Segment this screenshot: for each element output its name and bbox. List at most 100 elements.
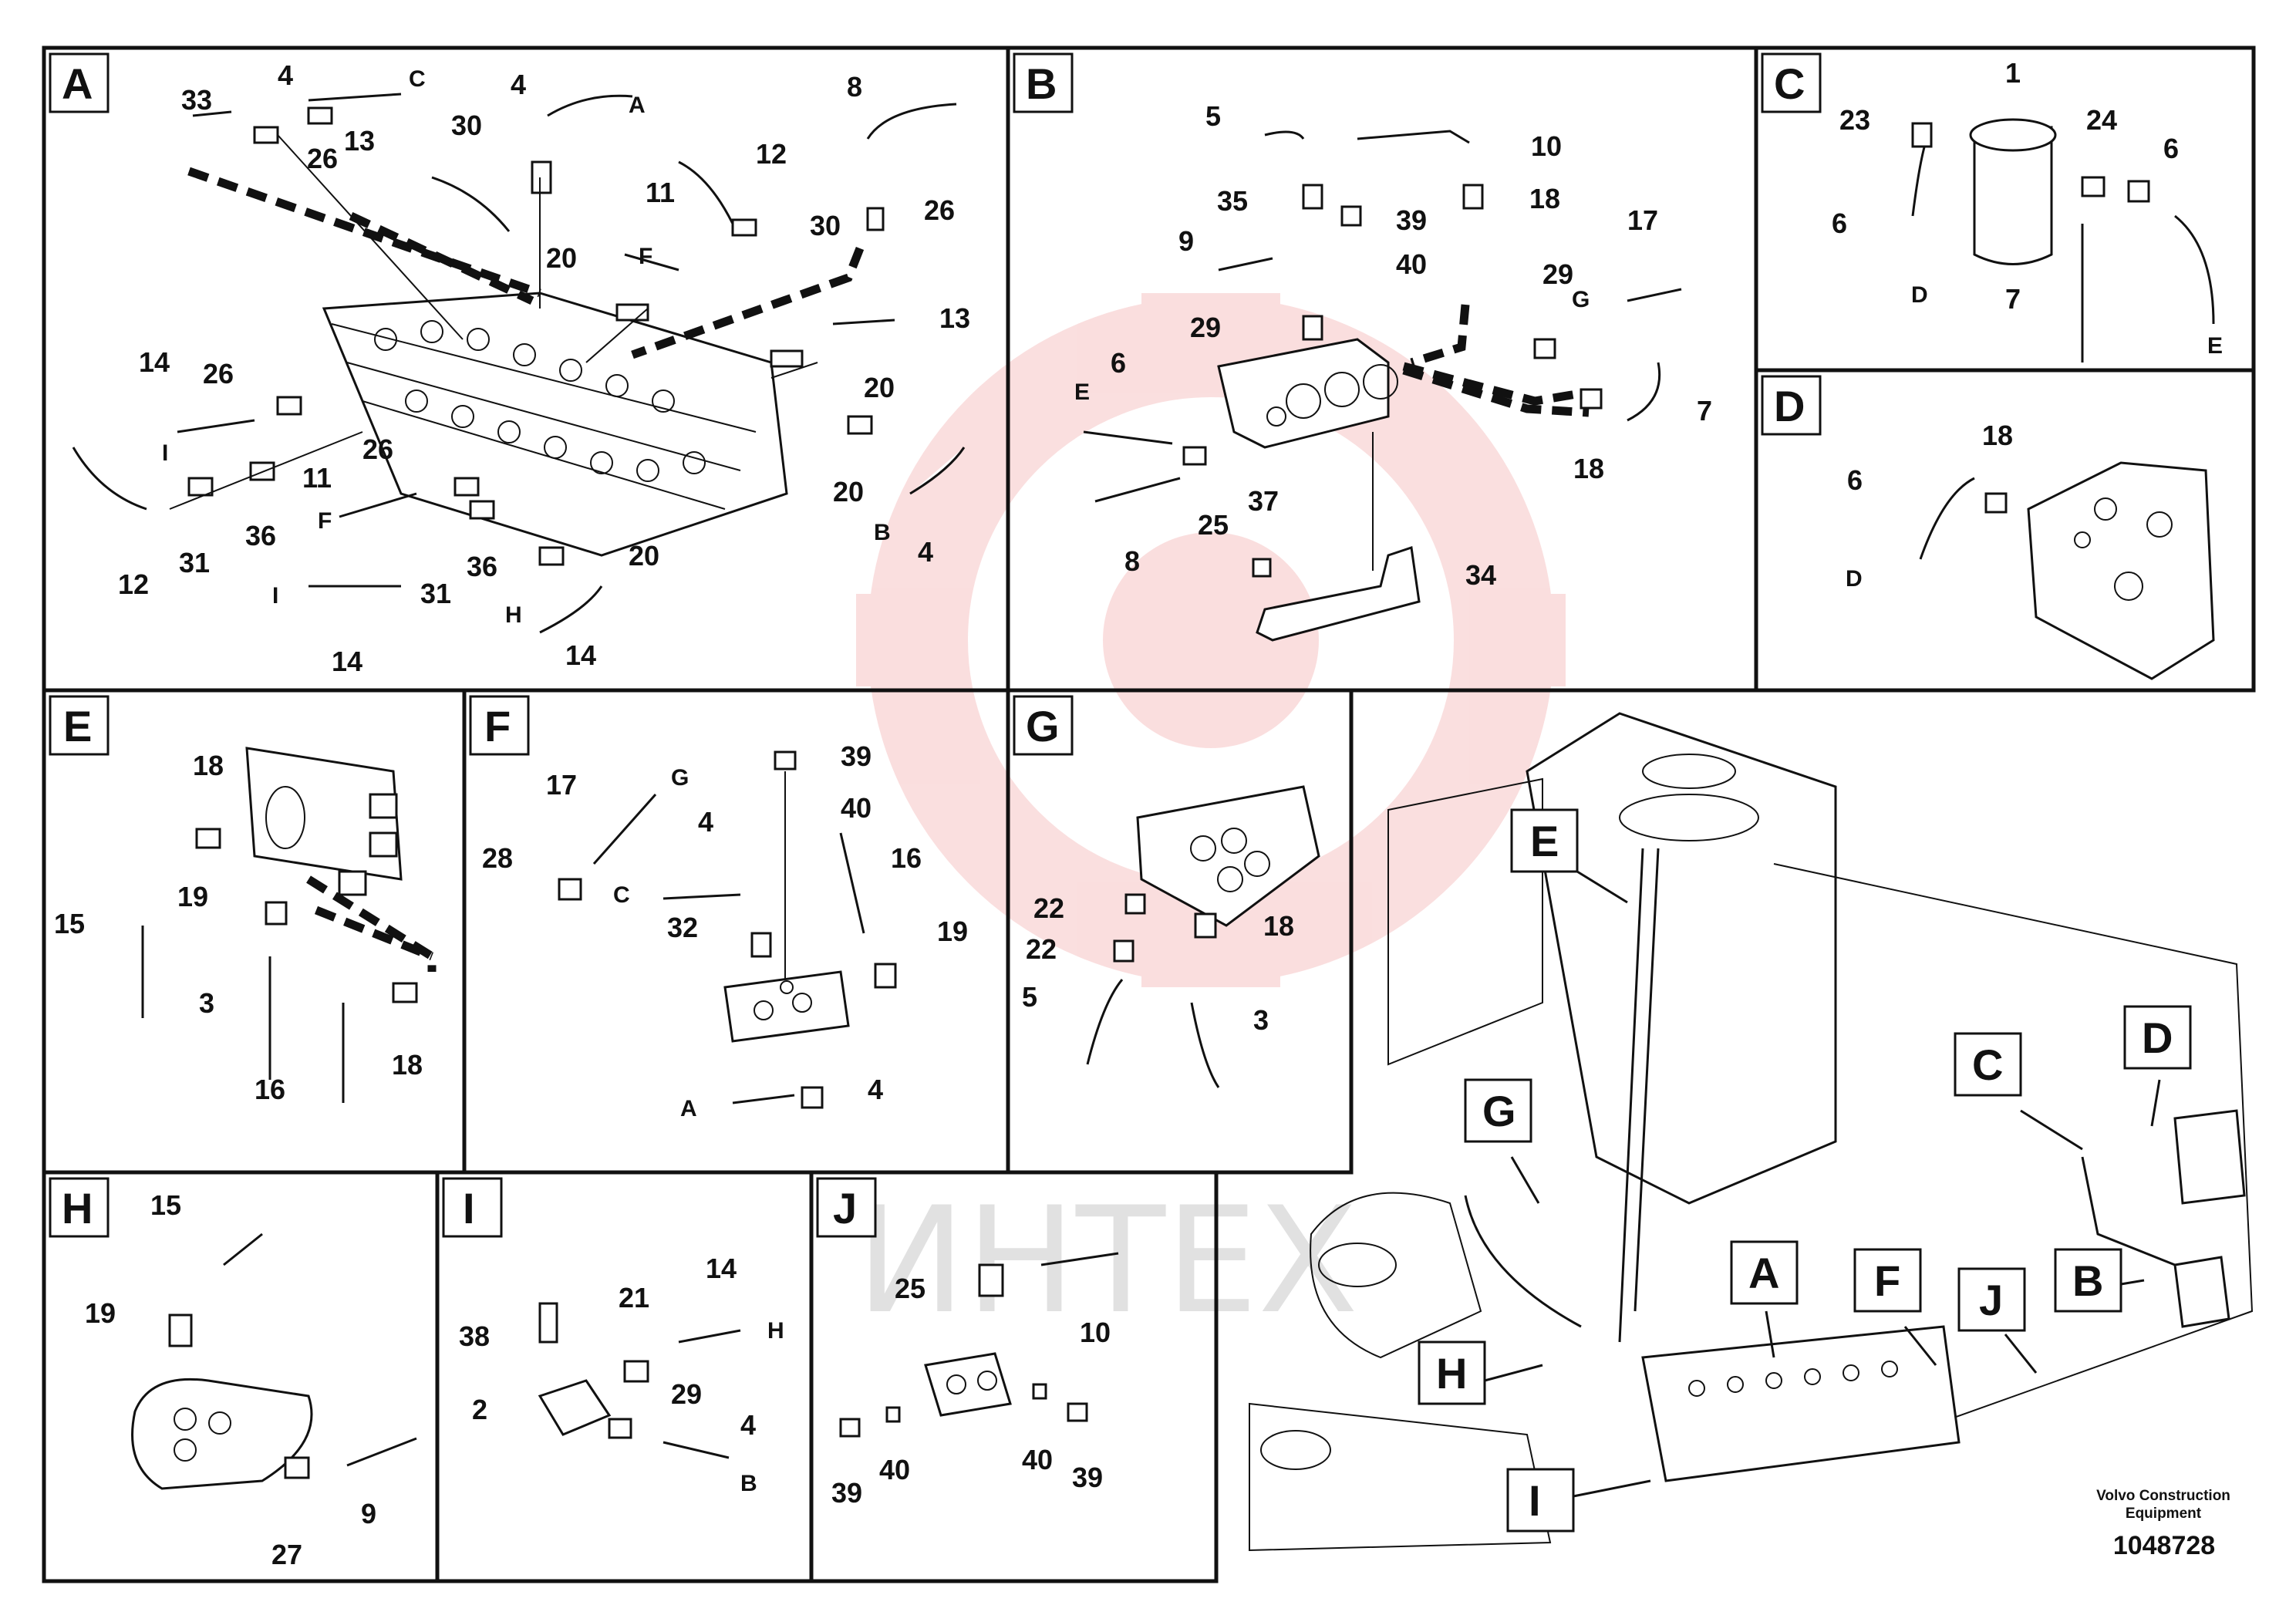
panel-letter-B: B [1013, 52, 1074, 113]
svg-text:20: 20 [546, 242, 577, 274]
svg-text:14: 14 [332, 646, 362, 677]
svg-text:40: 40 [841, 792, 872, 824]
panel-a-callouts: 33 4 C 4 A 8 26 13 30 12 26 11 F 30 20 1… [118, 59, 970, 677]
svg-text:39: 39 [1396, 204, 1427, 236]
panel-g-drawing: 22 22 18 5 3 [1022, 785, 1320, 1088]
svg-text:26: 26 [203, 358, 234, 389]
svg-text:G: G [671, 765, 689, 791]
panel-letter-G: G [1013, 695, 1074, 756]
svg-text:14: 14 [565, 639, 596, 671]
svg-text:H: H [767, 1318, 784, 1344]
svg-text:C: C [1972, 1040, 2003, 1089]
svg-text:B: B [874, 520, 891, 545]
panel-letter-J: J [816, 1177, 877, 1238]
svg-text:4: 4 [918, 536, 933, 568]
svg-text:8: 8 [847, 71, 862, 103]
svg-text:G: G [1572, 287, 1590, 312]
svg-text:29: 29 [1542, 258, 1573, 290]
panel-letter-E: E [49, 695, 110, 756]
svg-text:11: 11 [302, 462, 332, 494]
svg-text:21: 21 [619, 1282, 649, 1313]
svg-text:9: 9 [361, 1498, 376, 1529]
svg-text:39: 39 [1072, 1462, 1103, 1493]
svg-text:18: 18 [1573, 453, 1604, 484]
panel-j-callouts: 25 10 39 40 40 39 [831, 1273, 1111, 1509]
svg-text:22: 22 [1026, 933, 1057, 965]
svg-text:40: 40 [1022, 1444, 1053, 1475]
svg-text:16: 16 [891, 842, 922, 874]
svg-text:A: A [629, 93, 646, 118]
overview-label-G: G [1464, 1078, 1532, 1143]
svg-text:33: 33 [181, 84, 212, 116]
overview-label-H: H [1418, 1340, 1486, 1405]
svg-text:28: 28 [482, 842, 513, 874]
svg-text:3: 3 [199, 987, 214, 1019]
svg-text:6: 6 [1111, 347, 1126, 379]
svg-text:10: 10 [1080, 1317, 1111, 1348]
panel-f-drawing: 39 40 17 G 4 28 C 16 32 19 A 4 [482, 740, 968, 1121]
part-number: 1048728 [2113, 1531, 2215, 1560]
svg-text:19: 19 [177, 881, 208, 912]
svg-text:37: 37 [1248, 485, 1279, 517]
svg-text:C: C [409, 66, 426, 92]
company-line-1: Volvo Construction [2096, 1488, 2230, 1504]
svg-text:J: J [833, 1184, 857, 1233]
panel-letter-I: I [442, 1177, 503, 1238]
svg-text:H: H [62, 1184, 93, 1233]
svg-text:G: G [1026, 702, 1060, 750]
svg-text:38: 38 [459, 1320, 490, 1352]
svg-text:D: D [1911, 282, 1928, 308]
svg-text:A: A [1748, 1249, 1779, 1297]
panel-c-callouts: 1 23 24 6 6 D 7 E [1832, 57, 2223, 359]
panel-a-drawing: 33 4 C 4 A 8 26 13 30 12 26 11 F 30 20 1… [72, 59, 970, 677]
svg-text:C: C [613, 882, 630, 908]
svg-text:7: 7 [2005, 283, 2021, 315]
panel-letter-H: H [49, 1177, 110, 1238]
svg-text:18: 18 [1529, 183, 1560, 214]
svg-text:6: 6 [2163, 133, 2179, 164]
svg-text:15: 15 [54, 908, 85, 939]
svg-text:14: 14 [139, 346, 170, 378]
panel-letter-D: D [1761, 375, 1822, 436]
overview-label-F: F [1853, 1248, 1922, 1313]
svg-text:6: 6 [1847, 464, 1863, 496]
panel-letter-C: C [1761, 52, 1822, 113]
svg-text:29: 29 [671, 1378, 702, 1410]
svg-text:4: 4 [868, 1074, 883, 1105]
panel-c-drawing: 1 23 24 6 6 D 7 E [1832, 57, 2223, 363]
svg-text:36: 36 [245, 520, 276, 551]
overview-label-C: C [1954, 1032, 2022, 1097]
svg-text:19: 19 [937, 916, 968, 947]
svg-text:D: D [1774, 382, 1805, 430]
overview-label-B: B [2054, 1248, 2122, 1313]
panel-h-callouts: 15 19 9 27 [85, 1189, 376, 1570]
svg-text:16: 16 [255, 1074, 285, 1105]
svg-text:F: F [1874, 1256, 1900, 1305]
svg-text:32: 32 [667, 912, 698, 943]
svg-text:30: 30 [451, 110, 482, 141]
svg-text:30: 30 [810, 210, 841, 241]
svg-text:26: 26 [362, 433, 393, 465]
company-line-2: Equipment [2126, 1506, 2202, 1522]
panel-d-callouts: 18 6 D [1846, 420, 2013, 592]
svg-text:39: 39 [841, 740, 872, 772]
svg-text:22: 22 [1033, 892, 1064, 924]
panel-e-drawing: 18 19 15 3 16 18 [54, 747, 437, 1105]
svg-text:4: 4 [740, 1409, 756, 1441]
svg-text:5: 5 [1205, 100, 1221, 132]
svg-text:17: 17 [1627, 204, 1658, 236]
svg-text:B: B [2072, 1256, 2103, 1305]
svg-text:35: 35 [1217, 185, 1248, 217]
panel-frames [42, 46, 2256, 1583]
svg-text:36: 36 [467, 551, 497, 582]
panel-f-callouts: 39 40 17 G 4 28 C 16 32 19 A 4 [482, 740, 968, 1121]
panel-h-drawing: 15 19 9 27 [85, 1189, 417, 1570]
svg-text:I: I [162, 440, 168, 466]
svg-text:18: 18 [1263, 910, 1294, 942]
panel-b-drawing: 5 10 35 18 39 40 9 17 G 29 29 E 6 18 7 2… [1074, 100, 1712, 642]
panel-b-callouts: 5 10 35 18 39 40 9 17 G 29 29 E 6 18 7 2… [1074, 100, 1712, 591]
watermark-text: ИНТЕХ [856, 1175, 1358, 1346]
panel-j-drawing: 25 10 39 40 40 39 [831, 1252, 1119, 1509]
svg-text:26: 26 [307, 143, 338, 174]
